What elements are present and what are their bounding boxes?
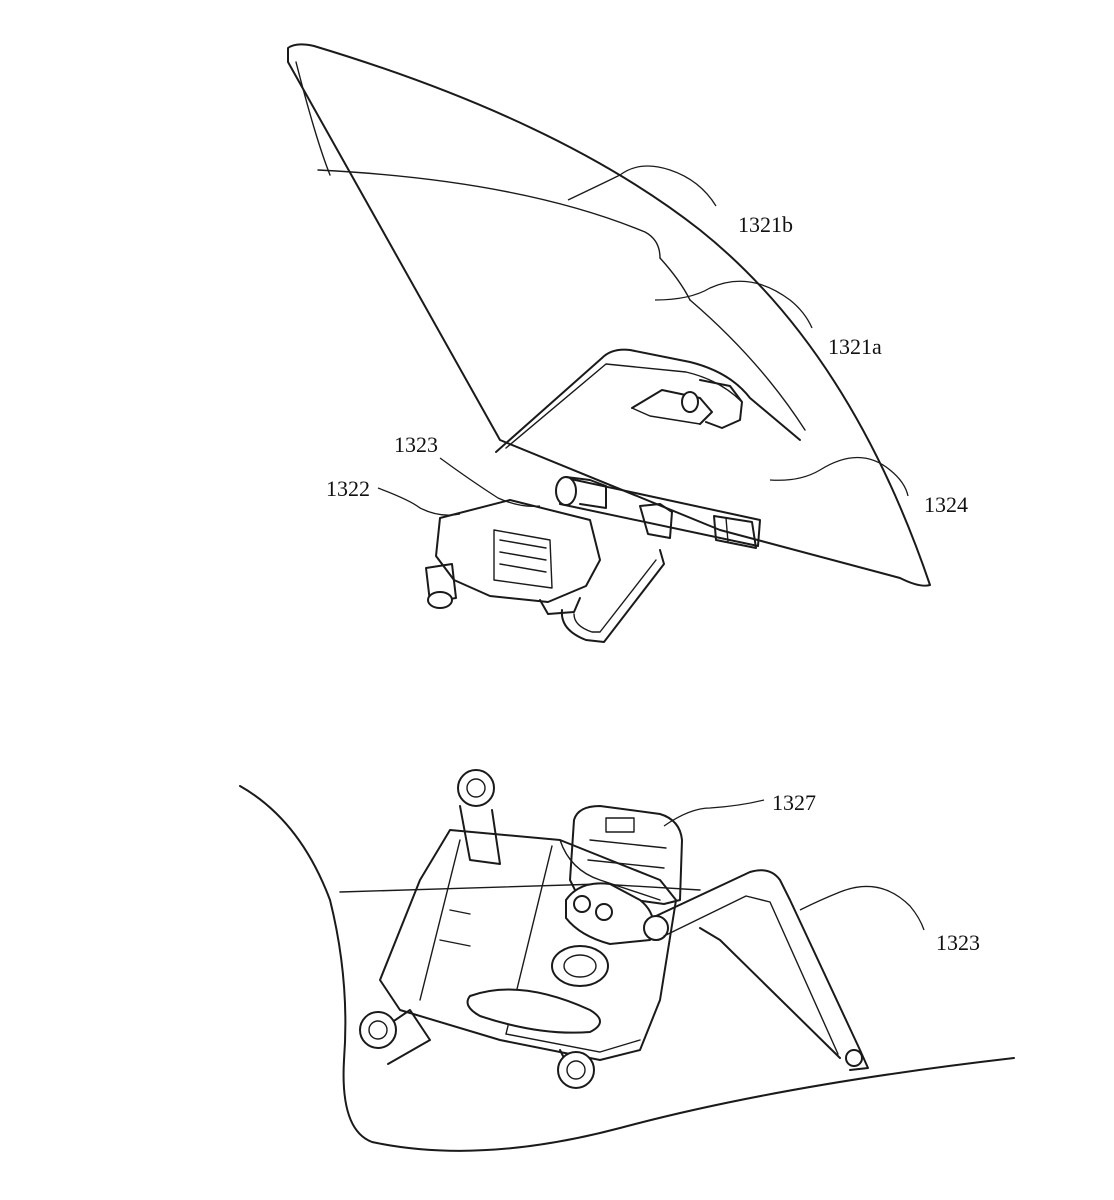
- label-1323-top: 1323: [394, 432, 438, 457]
- output-horn: [551, 882, 669, 987]
- leader-1321b: [567, 165, 717, 207]
- mount-boss-top: [457, 769, 501, 865]
- label-1327: 1327: [772, 790, 816, 815]
- leader-1322: [377, 487, 461, 516]
- leader-1321a: [654, 280, 813, 329]
- mounting-bracket: [495, 348, 801, 453]
- housing-surface: [239, 785, 1015, 1152]
- leader-1324: [769, 457, 909, 497]
- actuator-1322: [425, 499, 665, 643]
- leader-1323-bottom: [799, 885, 925, 931]
- leader-1327: [663, 799, 765, 827]
- linkage-arm-1323: [655, 869, 869, 1071]
- label-1321b: 1321b: [738, 212, 793, 237]
- label-1321a: 1321a: [828, 334, 882, 359]
- mount-boss-bottom: [557, 1049, 595, 1089]
- leader-1323-top: [439, 457, 541, 507]
- label-1322: 1322: [326, 476, 370, 501]
- mount-boss-left: [359, 1009, 431, 1065]
- label-1324: 1324: [924, 492, 968, 517]
- servo-body: [379, 829, 677, 1061]
- bottom-view: 1327 1323: [239, 769, 1015, 1152]
- connector-1327: [569, 805, 683, 905]
- label-1323-bottom: 1323: [936, 930, 980, 955]
- pivot-shaft: [555, 476, 761, 549]
- top-view: 1321b 1321a 1322 1323 1324: [287, 43, 968, 643]
- fin-panel: [287, 43, 931, 587]
